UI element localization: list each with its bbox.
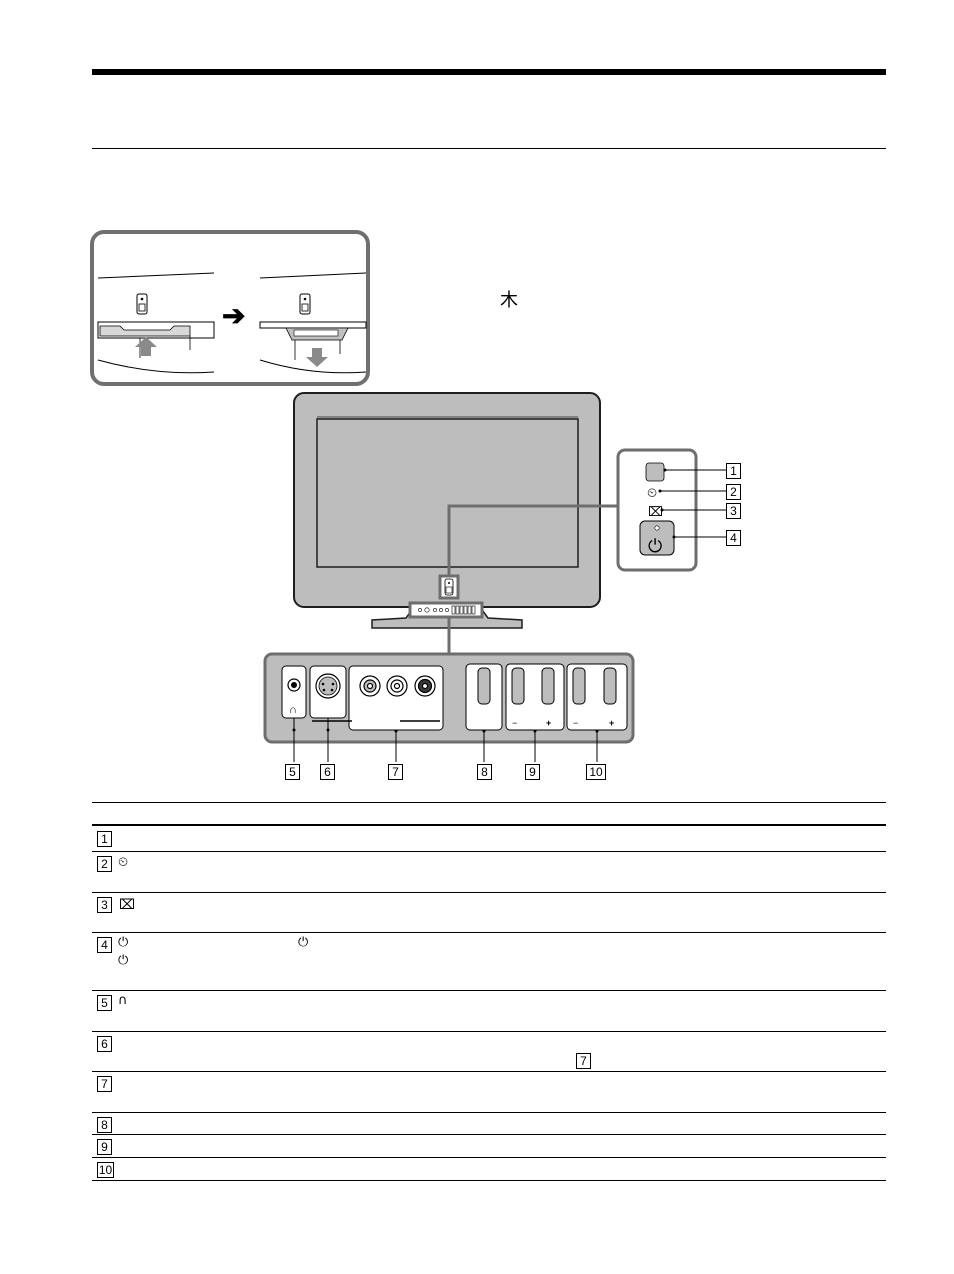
svg-text:−: − (573, 718, 578, 728)
table-row-5-num: 5 (97, 995, 112, 1011)
table-bottom-rule (92, 1180, 886, 1181)
row-divider (92, 932, 886, 933)
table-row-6-num: 6 (97, 1036, 112, 1052)
table-row-1-num: 1 (97, 831, 112, 847)
table-row-8-num: 8 (97, 1117, 112, 1133)
remote-sensor (645, 462, 665, 482)
headphones-icon: ∩ (289, 704, 297, 716)
svg-text:−: − (512, 718, 517, 728)
arrow-right-icon: ➔ (222, 300, 245, 331)
table-row-7-num: 7 (97, 1076, 112, 1092)
callout-2: 2 (726, 484, 741, 500)
reference-symbol: ⽊ (500, 290, 518, 311)
table-row-6-ref: 7 (576, 1053, 591, 1069)
table-top-rule (92, 802, 886, 803)
picture-off-icon: ⌧ (648, 504, 663, 519)
callout-5: 5 (285, 764, 300, 780)
svg-text:+: + (546, 718, 551, 728)
timer-icon: ⏲ (118, 855, 129, 870)
callout-1: 1 (726, 463, 741, 479)
callout-9: 9 (525, 764, 540, 780)
table-header-rule (92, 824, 886, 826)
table-row-10-num: 10 (97, 1162, 114, 1178)
callout-3: 3 (726, 503, 741, 519)
callout-4: 4 (726, 530, 741, 546)
row-divider (92, 1071, 886, 1072)
svg-text:+: + (609, 718, 614, 728)
tv-front-diagram: ⏲ ⌧ ⏻ ∩ − + − + (263, 392, 726, 762)
header-rule-thick (92, 69, 886, 75)
power-icon: ⏻ (298, 935, 309, 950)
row-divider (92, 1157, 886, 1158)
row-divider (92, 1112, 886, 1113)
panel-cover-inset: ➔ (90, 230, 370, 386)
inset-tv-open (259, 272, 367, 374)
row-divider (92, 1134, 886, 1135)
callout-8: 8 (477, 764, 492, 780)
row-divider (92, 892, 886, 893)
timer-icon: ⏲ (647, 485, 657, 500)
power-icon: ⏻ (118, 935, 129, 950)
table-row-3-num: 3 (97, 897, 112, 913)
inset-tv-closed (97, 272, 215, 374)
power-icon: ⏻ (648, 536, 662, 556)
picture-off-icon: ⌧ (119, 897, 136, 913)
headphones-icon: ∩ (118, 993, 128, 1008)
table-row-4-num: 4 (97, 937, 112, 953)
power-icon: ⏻ (118, 953, 129, 968)
callout-7: 7 (388, 764, 403, 780)
row-divider (92, 990, 886, 991)
row-divider (92, 851, 886, 852)
table-row-9-num: 9 (97, 1139, 112, 1155)
row-divider (92, 1031, 886, 1032)
callout-6: 6 (320, 764, 335, 780)
table-row-2-num: 2 (97, 856, 112, 872)
callout-10: 10 (586, 764, 606, 780)
header-rule-thin (92, 148, 886, 149)
